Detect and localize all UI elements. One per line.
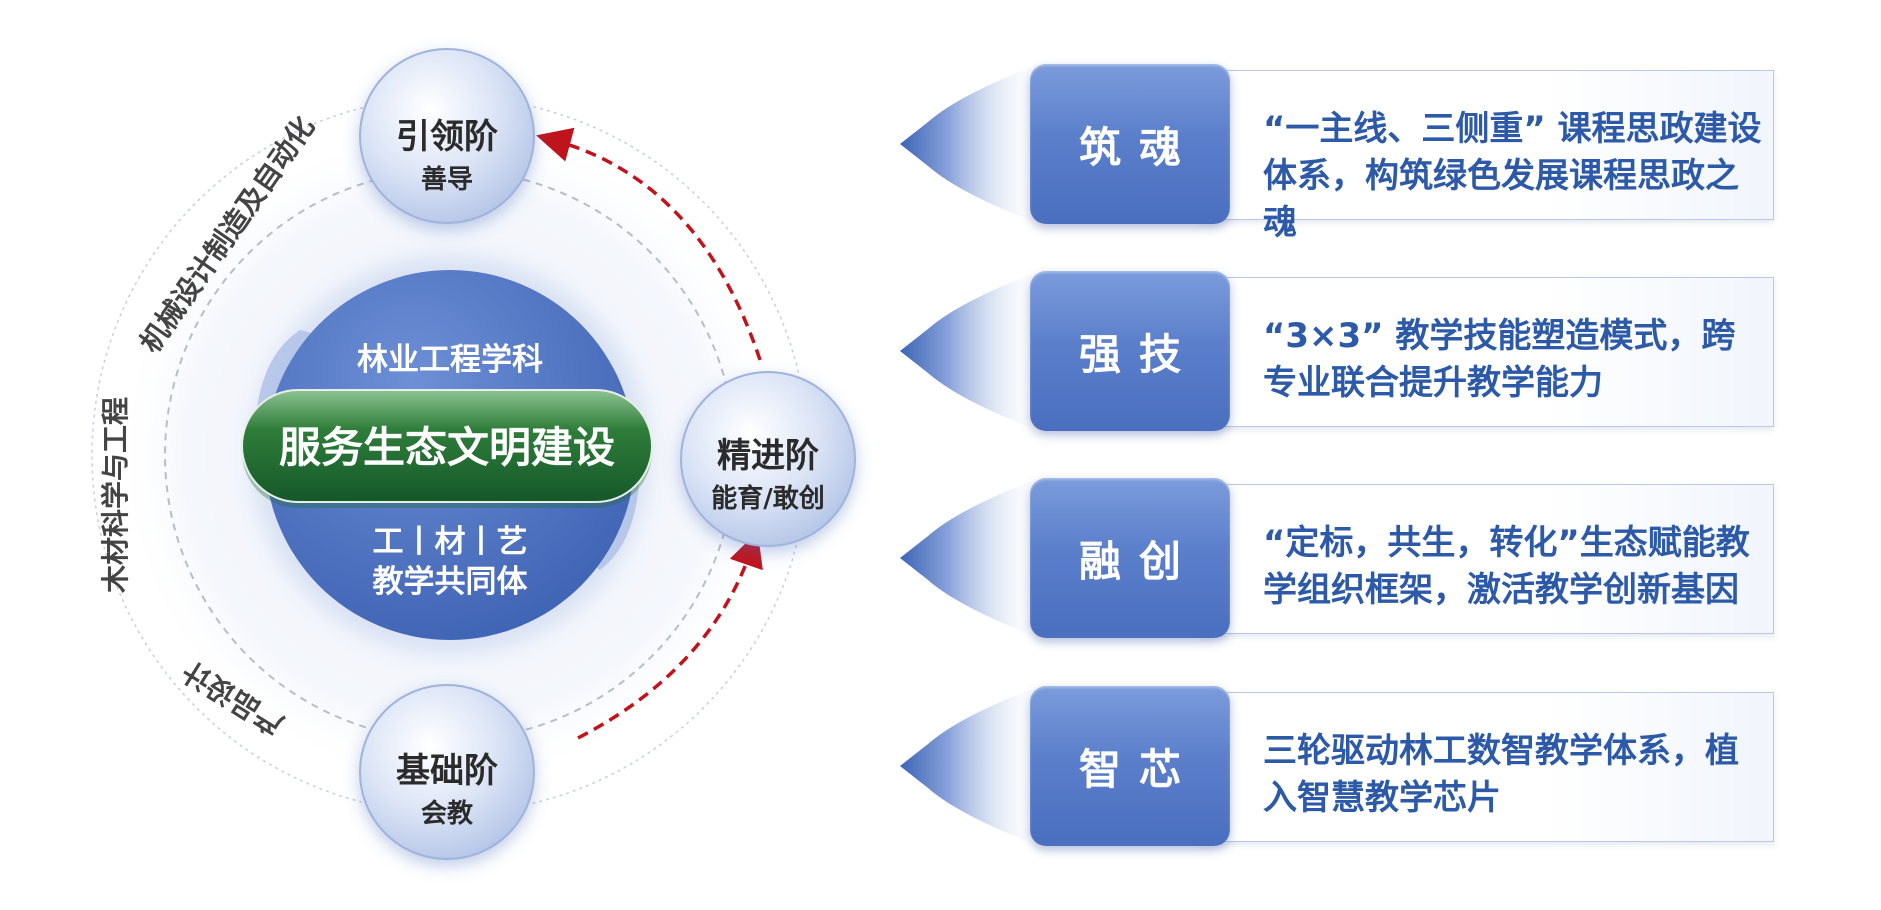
funnel-arrow-icon — [900, 686, 1040, 846]
center-top-text: 林业工程学科 — [357, 342, 543, 378]
arrow-advance-to-lead — [536, 127, 762, 361]
ring-label-wood-science: 木材科学与工程 — [99, 397, 132, 594]
card-panel: “定标，共生，转化”生态赋能教学组织框架，激活教学创新基因 — [1200, 484, 1774, 634]
stage-lead-subtitle: 善导 — [421, 164, 473, 195]
stage-advance-subtitle: 能育/敢创 — [711, 483, 825, 514]
center-bottom-line1: 工丨材丨艺 — [373, 524, 528, 560]
center-banner-text: 服务生态文明建设 — [279, 423, 615, 472]
card-label: 筑魂 — [1030, 64, 1230, 224]
card-text: “3×3” 教学技能塑造模式，跨专业联合提升教学能力 — [1263, 316, 1736, 403]
card-smart-chip: 三轮驱动林工数智教学体系，植入智慧教学芯片 智芯 — [900, 686, 1881, 846]
card-panel: “一主线、三侧重” 课程思政建设体系，构筑绿色发展课程思政之魂 — [1200, 70, 1774, 243]
stage-node-advance — [680, 371, 856, 547]
arrow-base-to-advance — [577, 531, 763, 740]
card-text: 三轮驱动林工数智教学体系，植入智慧教学芯片 — [1263, 731, 1739, 818]
card-innovate: “定标，共生，转化”生态赋能教学组织框架，激活教学创新基因 融创 — [900, 478, 1881, 638]
center-bottom-line2: 教学共同体 — [373, 564, 528, 600]
card-panel: “3×3” 教学技能塑造模式，跨专业联合提升教学能力 — [1200, 277, 1774, 427]
funnel-arrow-icon — [900, 478, 1040, 638]
stage-node-lead — [359, 48, 535, 224]
card-label: 强技 — [1030, 271, 1230, 431]
card-text: “定标，共生，转化”生态赋能教学组织框架，激活教学创新基因 — [1263, 523, 1750, 610]
stage-base-subtitle: 会教 — [421, 799, 473, 829]
card-label: 智芯 — [1030, 686, 1230, 846]
card-text: “一主线、三侧重” 课程思政建设体系，构筑绿色发展课程思政之魂 — [1263, 109, 1762, 243]
card-panel: 三轮驱动林工数智教学体系，植入智慧教学芯片 — [1200, 692, 1774, 842]
stage-base-title: 基础阶 — [396, 751, 498, 791]
center-banner — [241, 389, 653, 503]
stage-advance-title: 精进阶 — [717, 436, 819, 476]
stage-lead-title: 引领阶 — [396, 117, 498, 157]
card-skill: “3×3” 教学技能塑造模式，跨专业联合提升教学能力 强技 — [900, 271, 1881, 431]
funnel-arrow-icon — [900, 64, 1040, 224]
card-soul: “一主线、三侧重” 课程思政建设体系，构筑绿色发展课程思政之魂 筑魂 — [900, 64, 1881, 243]
center-hub: 林业工程学科 服务生态文明建设 工丨材丨艺 教学共同体 — [241, 255, 653, 655]
funnel-arrow-icon — [900, 271, 1040, 431]
card-label: 融创 — [1030, 478, 1230, 638]
stage-node-base — [359, 684, 535, 860]
